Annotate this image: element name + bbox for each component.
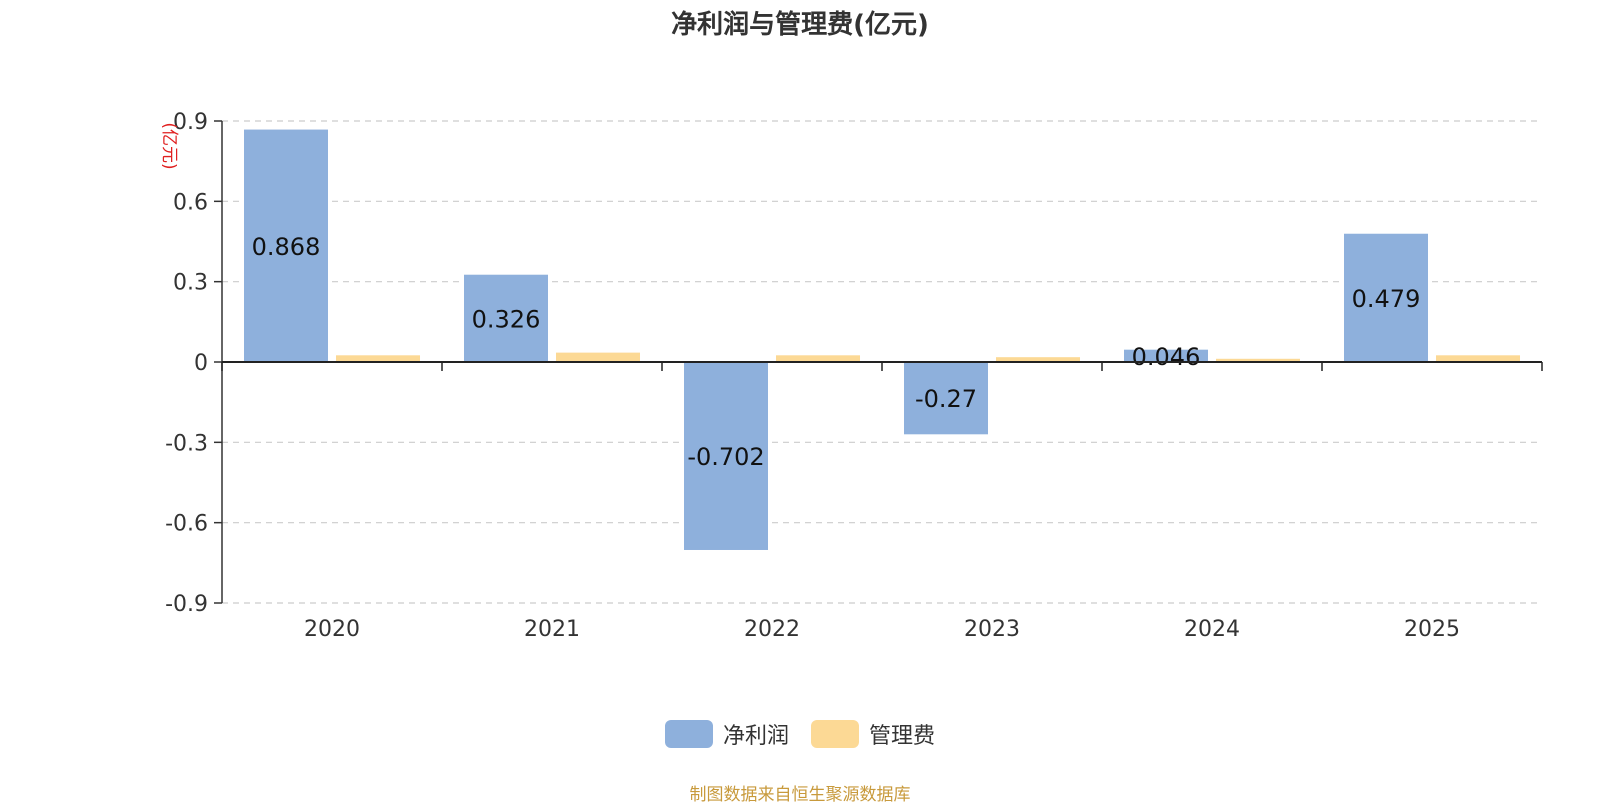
x-tick-label: 2023: [964, 617, 1020, 642]
bar-admin-expense-2021: [556, 352, 640, 362]
bar-net-profit-2022: [684, 362, 768, 550]
x-tick-label: 2024: [1184, 617, 1240, 642]
x-tick-label: 2020: [304, 617, 360, 642]
y-tick-label: 0: [194, 351, 208, 376]
bar-net-profit-2020: [244, 129, 328, 362]
legend-swatch-net-profit: [664, 720, 713, 748]
legend-swatch-admin-expense: [811, 720, 859, 748]
y-tick-label: 0.3: [173, 271, 208, 296]
legend: 净利润 管理费: [0, 718, 1600, 750]
x-tick-label: 2021: [524, 617, 580, 642]
x-tick-label: 2022: [744, 617, 800, 642]
data-label-net-profit-2024: 0.046: [1132, 343, 1201, 371]
chart-title: 净利润与管理费(亿元): [671, 10, 929, 40]
data-label-net-profit-2021: 0.326: [472, 305, 541, 333]
source-note: 制图数据来自恒生聚源数据库: [689, 785, 911, 805]
bar-admin-expense-2020: [336, 355, 420, 362]
legend-item-net-profit[interactable]: 净利润: [664, 718, 789, 750]
bar-admin-expense-2025: [1436, 355, 1520, 362]
bar-admin-expense-2023: [996, 357, 1080, 362]
data-label-net-profit-2023: -0.27: [915, 385, 977, 413]
bar-net-profit-2023: [904, 362, 988, 435]
bar-net-profit-2024: [1124, 349, 1208, 362]
data-label-net-profit-2020: 0.868: [252, 233, 321, 261]
x-tick-label: 2025: [1404, 617, 1460, 642]
legend-item-admin-expense[interactable]: 管理费: [811, 718, 935, 750]
y-tick-label: 0.9: [173, 110, 208, 135]
bar-admin-expense-2022: [776, 355, 860, 362]
legend-label-admin-expense: 管理费: [869, 724, 936, 749]
bar-net-profit-2021: [464, 274, 548, 362]
y-tick-label: -0.3: [165, 431, 208, 456]
legend-label-net-profit: 净利润: [722, 724, 789, 749]
y-tick-label: -0.6: [165, 512, 208, 537]
y-axis-label: (亿元): [159, 122, 179, 169]
bar-admin-expense-2024: [1216, 358, 1300, 362]
bar-net-profit-2025: [1344, 233, 1428, 362]
y-tick-label: -0.9: [165, 592, 208, 617]
data-label-net-profit-2022: -0.702: [687, 443, 764, 471]
y-tick-label: 0.6: [173, 190, 208, 215]
data-label-net-profit-2025: 0.479: [1352, 285, 1421, 313]
